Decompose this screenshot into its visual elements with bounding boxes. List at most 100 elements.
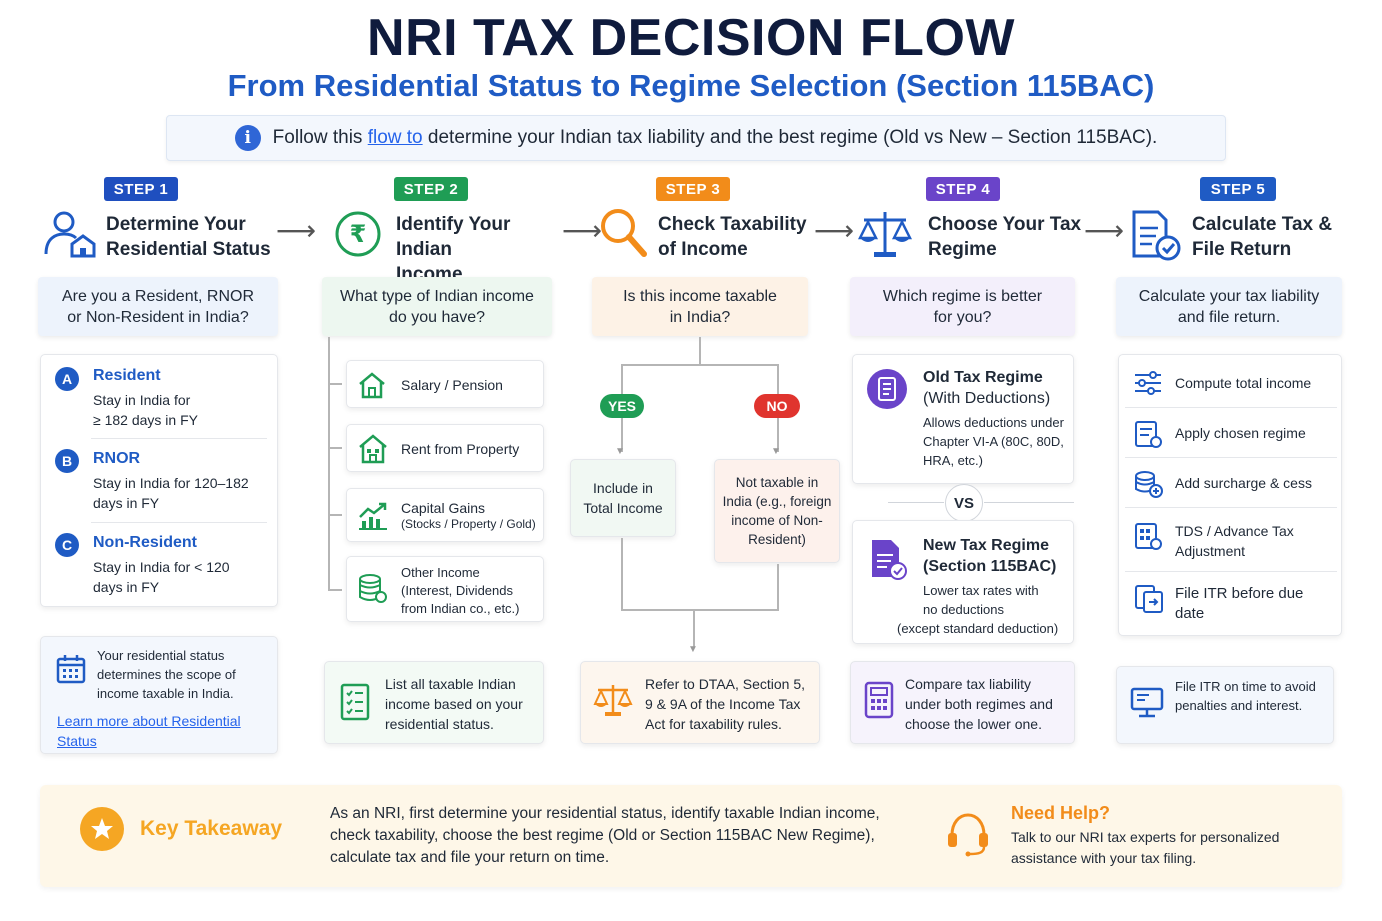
info-link[interactable]: flow to <box>367 127 423 148</box>
checklist-icon <box>340 683 370 721</box>
yes-pill: YES <box>600 394 644 418</box>
residency-note: Your residential status determines the s… <box>40 636 278 754</box>
residency-note-text: Your residential status determines the s… <box>97 648 236 701</box>
filing-step-1: Compute total income <box>1175 375 1312 391</box>
arrow-right-icon: ⟶ <box>1084 215 1125 246</box>
arrow-down-icon: ▼ <box>688 644 698 655</box>
step-3-badge: STEP 3 <box>656 177 730 201</box>
step-4-question: Which regime is better for you? <box>850 277 1075 336</box>
need-help-text: Talk to our NRI tax experts for personal… <box>1011 829 1280 866</box>
step-2-badge: STEP 2 <box>394 177 468 201</box>
key-takeaway-banner: Key Takeaway As an NRI, first determine … <box>40 785 1342 887</box>
income-note: List all taxable Indian income based on … <box>324 661 544 744</box>
filing-note-text: File ITR on time to avoid penalties and … <box>1175 679 1316 713</box>
user-home-icon <box>44 211 96 258</box>
filing-step-5: File ITR before due date <box>1175 585 1304 622</box>
step-5-title: Calculate Tax &File Return <box>1192 214 1333 260</box>
filing-note: File ITR on time to avoid penalties and … <box>1116 666 1334 744</box>
letter-c-icon: C <box>55 533 79 557</box>
scale-icon <box>593 685 633 716</box>
letter-a-icon: A <box>55 367 79 391</box>
growth-chart-icon <box>359 502 387 530</box>
regime-note: Compare tax liability under both regimes… <box>850 661 1075 744</box>
need-help-title: Need Help? <box>1011 803 1111 823</box>
new-regime-card: New Tax Regime(Section 115BAC) Lower tax… <box>852 520 1074 644</box>
arrow-down-icon: ▼ <box>771 446 781 457</box>
document-check-icon <box>1132 210 1181 261</box>
magnifier-icon <box>601 209 647 257</box>
step-2-question: What type of Indian income do you have? <box>322 277 552 336</box>
not-taxable-box: Not taxable in India (e.g., foreign inco… <box>714 459 840 563</box>
info-banner: i Follow this flow to determine your Ind… <box>166 115 1226 161</box>
coins-plus-icon <box>1135 471 1163 498</box>
include-box: Include in Total Income <box>570 459 676 537</box>
income-note-text: List all taxable Indian income based on … <box>385 676 523 732</box>
filing-step-4: TDS / Advance Tax Adjustment <box>1175 523 1294 559</box>
regime-note-text: Compare tax liability under both regimes… <box>905 676 1053 732</box>
resident-desc: Stay in India for≥ 182 days in FY <box>93 392 198 428</box>
new-regime-title: New Tax Regime(Section 115BAC) <box>923 537 1057 575</box>
file-transfer-icon <box>1135 585 1163 613</box>
filing-step-2: Apply chosen regime <box>1175 425 1306 441</box>
income-salary: Salary / Pension <box>346 360 544 408</box>
income-rent: Rent from Property <box>346 424 544 472</box>
calculator-icon <box>864 681 894 719</box>
arrow-right-icon: ⟶ <box>562 215 603 246</box>
arrow-right-icon: ⟶ <box>276 215 317 246</box>
resident-title: Resident <box>93 367 161 384</box>
step-5-question: Calculate your tax liability and file re… <box>1116 277 1342 336</box>
learn-more-link[interactable]: Learn more about Residential Status <box>57 713 241 749</box>
step-3-question: Is this income taxable in India? <box>592 277 808 336</box>
headset-icon <box>948 813 988 857</box>
arrow-down-icon: ▼ <box>615 446 625 457</box>
rupee-icon: ₹ <box>335 211 381 257</box>
new-regime-note: (except standard deduction) <box>897 621 1059 636</box>
house-icon <box>359 372 385 399</box>
vs-badge: VS <box>945 484 983 522</box>
sliders-icon <box>1135 371 1161 395</box>
coins-icon <box>359 574 387 603</box>
calendar-icon <box>56 655 86 684</box>
new-regime-icon <box>872 540 907 580</box>
key-takeaway-text: As an NRI, first determine your resident… <box>330 805 880 866</box>
step-1-badge: STEP 1 <box>104 177 178 201</box>
income-other: Other Income(Interest, Dividends from In… <box>346 556 544 622</box>
residency-card: A Resident Stay in India for≥ 182 days i… <box>40 354 278 607</box>
rnor-title: RNOR <box>93 450 141 467</box>
filing-steps-card: Compute total income Apply chosen regime… <box>1118 354 1342 636</box>
letter-b-icon: B <box>55 449 79 473</box>
filing-step-3: Add surcharge & cess <box>1175 475 1312 491</box>
taxability-note: Refer to DTAA, Section 5, 9 & 9A of the … <box>580 661 820 744</box>
arrow-right-icon: ⟶ <box>814 215 855 246</box>
scale-icon <box>858 212 912 257</box>
tds-doc-icon <box>1135 523 1162 550</box>
non-resident-title: Non-Resident <box>93 534 197 551</box>
step-1-question: Are you a Resident, RNOR or Non-Resident… <box>38 277 278 336</box>
computer-icon <box>1130 687 1164 718</box>
step-4-badge: STEP 4 <box>926 177 1000 201</box>
old-regime-desc: Allows deductions under Chapter VI-A (80… <box>923 415 1064 468</box>
old-regime-icon <box>867 369 907 409</box>
page-subtitle: From Residential Status to Regime Select… <box>227 68 1155 103</box>
taxability-note-text: Refer to DTAA, Section 5, 9 & 9A of the … <box>645 676 806 732</box>
regime-doc-icon <box>1135 421 1162 448</box>
info-icon: i <box>234 125 261 151</box>
old-regime-title: Old Tax Regime(With Deductions) <box>923 369 1051 407</box>
svg-text:₹: ₹ <box>350 220 367 248</box>
property-icon <box>359 434 387 464</box>
income-capital-gains: Capital Gains (Stocks / Property / Gold) <box>346 488 544 542</box>
key-takeaway-label: Key Takeaway <box>140 817 283 840</box>
step-5-badge: STEP 5 <box>1200 177 1276 201</box>
star-icon <box>80 807 124 851</box>
page-title: NRI TAX DECISION FLOW <box>367 9 1015 67</box>
info-text: Follow this flow to determine your India… <box>272 127 1158 148</box>
no-pill: NO <box>754 394 800 418</box>
old-regime-card: Old Tax Regime(With Deductions) Allows d… <box>852 354 1074 484</box>
